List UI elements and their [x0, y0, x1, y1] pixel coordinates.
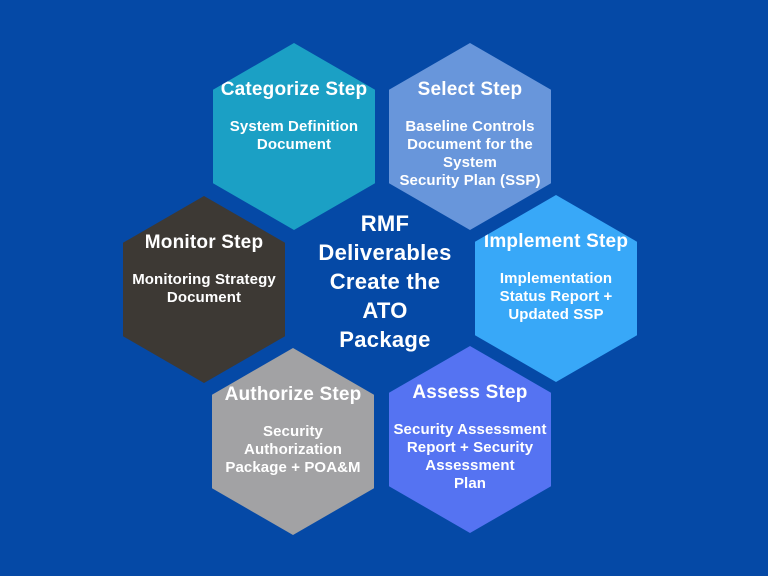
hexagon-title-authorize: Authorize Step: [224, 384, 362, 405]
hexagon-body-select: Baseline Controls Document for the Syste…: [399, 118, 541, 189]
hexagon-title-categorize: Categorize Step: [220, 79, 368, 100]
hexagon-body-monitor: Monitoring Strategy Document: [132, 271, 276, 306]
hexagon-title-select: Select Step: [417, 79, 523, 100]
hexagon-body-implement: Implementation Status Report + Updated S…: [499, 270, 613, 323]
hexagon-implement-step: Implement Step Implementation Status Rep…: [475, 195, 637, 382]
hexagon-title-assess: Assess Step: [412, 382, 528, 403]
hexagon-body-categorize: System Definition Document: [229, 118, 359, 153]
hexagon-select-step: Select Step Baseline Controls Document f…: [389, 43, 551, 230]
hexagon-title-monitor: Monitor Step: [144, 232, 264, 253]
hexagon-assess-step: Assess Step Security Assessment Report +…: [389, 346, 551, 533]
hexagon-body-authorize: Security Authorization Package + POA&M: [225, 423, 361, 476]
hexagon-authorize-step: Authorize Step Security Authorization Pa…: [212, 348, 374, 535]
hexagon-title-implement: Implement Step: [483, 231, 629, 252]
hexagon-body-assess: Security Assessment Report + Security As…: [393, 421, 547, 492]
center-title: RMF Deliverables Create the ATO Package: [318, 211, 452, 352]
hexagon-monitor-step: Monitor Step Monitoring Strategy Documen…: [123, 196, 285, 383]
hexagon-categorize-step: Categorize Step System Definition Docume…: [213, 43, 375, 230]
